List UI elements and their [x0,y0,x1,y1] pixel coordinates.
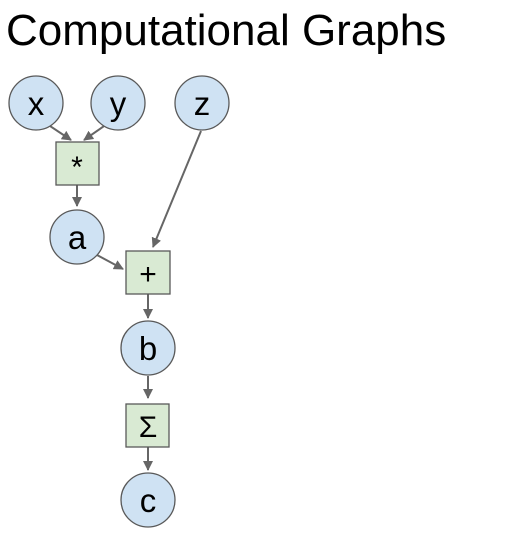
node-sum: Σ [125,403,170,448]
node-a-label: a [68,219,87,256]
node-a: a [49,209,105,265]
edge-a-to-add [96,254,124,270]
node-x-label: x [28,85,45,122]
node-z-label: z [194,85,211,122]
node-sum-label: Σ [139,411,158,444]
node-y-label: y [110,85,127,122]
node-z: z [174,75,230,131]
node-multiply-label: * [71,151,83,184]
page-title: Computational Graphs [6,6,447,55]
edge-x-to-mul [46,123,72,141]
node-b-label: b [139,330,157,367]
node-y: y [90,75,146,131]
node-add: + [125,250,171,295]
edge-z-to-add [151,130,202,248]
node-x: x [8,75,64,131]
edge-y-to-mul [83,123,108,141]
node-c: c [120,472,176,528]
node-b: b [120,320,176,376]
node-multiply: * [55,141,100,186]
node-c-label: c [140,482,157,519]
node-add-label: + [139,258,157,291]
